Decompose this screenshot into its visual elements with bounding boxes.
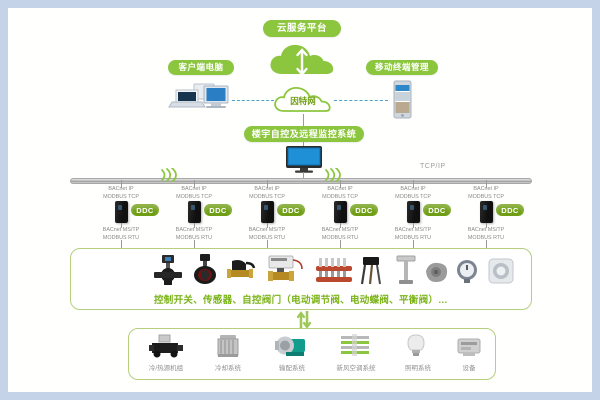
ddc-lower-protocol-3: BACnet MS/TP MODBUS RTU [248, 227, 286, 241]
equipment-label-4: 照明系统 [405, 365, 431, 372]
ddc-panel-link-6 [486, 240, 487, 249]
butterfly-valve-icon [191, 254, 219, 286]
internet-cloud-icon [270, 82, 336, 116]
ddc-field-link-3 [267, 223, 268, 228]
ddc-controller-1[interactable] [115, 201, 128, 223]
ddc-controller-4[interactable] [334, 201, 347, 223]
equipment-label-5: 设备 [462, 365, 476, 372]
ddc-drop-4 [340, 180, 341, 188]
ddc-field-link-6 [486, 223, 487, 228]
mobile-terminal-label: 移动终端管理 [374, 62, 429, 73]
fresh-air-hvac-icon [338, 334, 372, 358]
mobile-phone-icon [383, 80, 421, 120]
ddc-badge-1[interactable]: DDC [131, 204, 159, 216]
ddc-panel-link-1 [121, 240, 122, 249]
ddc-controller-3[interactable] [261, 201, 274, 223]
generic-equipment-icon [456, 336, 482, 358]
ddc-upper-protocol-4: BACnet IP MODBUS TCP [322, 186, 358, 200]
ddc-upper-protocol-1: BACnet IP MODBUS TCP [103, 186, 139, 200]
ddc-drop-6 [486, 180, 487, 188]
monitor-to-bus-link [303, 172, 304, 180]
ddc-drop-3 [267, 180, 268, 188]
tcpip-backbone-bus [70, 178, 532, 184]
internet-to-system-link [303, 114, 304, 128]
ddc-lower-protocol-1: BACnet MS/TP MODBUS RTU [102, 227, 140, 241]
equipment-label-3: 新风空调系统 [336, 365, 376, 372]
cloud-platform-icon [266, 40, 338, 80]
ddc-field-link-1 [121, 223, 122, 228]
differential-pressure-sensor-icon [394, 254, 418, 286]
cloud-platform-label: 云服务平台 [276, 22, 327, 34]
tcpip-label: TCP/IP [420, 163, 446, 170]
ddc-drop-1 [121, 180, 122, 188]
bidirectional-arrow-icon [294, 310, 314, 330]
ddc-panel-link-3 [267, 240, 268, 249]
system-to-monitor-link [303, 142, 304, 148]
equipment-label-0: 冷/热源机组 [148, 365, 184, 372]
ddc-badge-6[interactable]: DDC [496, 204, 524, 216]
manifold-distributor-icon [314, 256, 354, 286]
client-computer-label: 客户端电脑 [178, 62, 224, 73]
system-title-pill[interactable]: 楼宇自控及远程监控系统 [244, 126, 364, 142]
ddc-upper-protocol-6: BACnet IP MODBUS TCP [468, 186, 504, 200]
motorized-control-valve-icon [153, 254, 183, 286]
wireless-signal-icon-secondary [320, 168, 342, 182]
damper-actuator-icon [422, 260, 450, 284]
ddc-drop-5 [413, 180, 414, 188]
field-device-panel [70, 248, 532, 310]
workstation-monitor-icon [284, 145, 324, 173]
client-computer-pill[interactable]: 客户端电脑 [168, 60, 234, 75]
ddc-badge-3[interactable]: DDC [277, 204, 305, 216]
distribution-pump-icon [274, 334, 308, 358]
ddc-field-link-4 [340, 223, 341, 228]
ddc-panel-link-5 [413, 240, 414, 249]
room-thermostat-icon [488, 258, 514, 284]
client-to-internet-link [232, 100, 274, 101]
ddc-panel-link-2 [194, 240, 195, 249]
ddc-upper-protocol-3: BACnet IP MODBUS TCP [249, 186, 285, 200]
ddc-controller-6[interactable] [480, 201, 493, 223]
internet-to-mobile-link [334, 100, 388, 101]
lighting-system-icon [404, 334, 428, 358]
diagram-canvas: 云服务平台 客户端电脑 移动终端管理 [8, 8, 592, 392]
ddc-lower-protocol-6: BACnet MS/TP MODBUS RTU [467, 227, 505, 241]
ddc-lower-protocol-2: BACnet MS/TP MODBUS RTU [175, 227, 213, 241]
equipment-label-2: 输配系统 [279, 365, 305, 372]
ddc-upper-protocol-2: BACnet IP MODBUS TCP [176, 186, 212, 200]
temperature-sensor-probe-icon [360, 254, 390, 286]
ddc-badge-2[interactable]: DDC [204, 204, 232, 216]
ddc-panel-link-4 [340, 240, 341, 249]
solenoid-valve-icon [226, 258, 260, 284]
ddc-badge-4[interactable]: DDC [350, 204, 378, 216]
cloud-platform-pill[interactable]: 云服务平台 [263, 20, 341, 37]
internet-label: 因特网 [290, 96, 316, 106]
chiller-heat-source-icon [148, 334, 184, 358]
ddc-lower-protocol-4: BACnet MS/TP MODBUS RTU [321, 227, 359, 241]
ddc-upper-protocol-5: BACnet IP MODBUS TCP [395, 186, 431, 200]
ddc-lower-protocol-5: BACnet MS/TP MODBUS RTU [394, 227, 432, 241]
mobile-terminal-pill[interactable]: 移动终端管理 [366, 60, 438, 75]
pressure-gauge-icon [454, 258, 480, 284]
ddc-field-link-5 [413, 223, 414, 228]
cooling-system-icon [213, 334, 243, 358]
wireless-signal-icon [156, 168, 178, 182]
two-way-motorized-valve-icon [266, 254, 306, 286]
ddc-badge-5[interactable]: DDC [423, 204, 451, 216]
client-computer-icon [168, 81, 234, 115]
ddc-controller-2[interactable] [188, 201, 201, 223]
ddc-controller-5[interactable] [407, 201, 420, 223]
system-title-label: 楼宇自控及远程监控系统 [251, 128, 357, 139]
field-device-caption: 控制开关、传感器、自控阀门（电动调节阀、电动蝶阀、平衡阀）… [153, 295, 448, 306]
ddc-field-link-2 [194, 223, 195, 228]
equipment-panel [128, 328, 496, 380]
ddc-drop-2 [194, 180, 195, 188]
equipment-label-1: 冷却系统 [215, 365, 241, 372]
